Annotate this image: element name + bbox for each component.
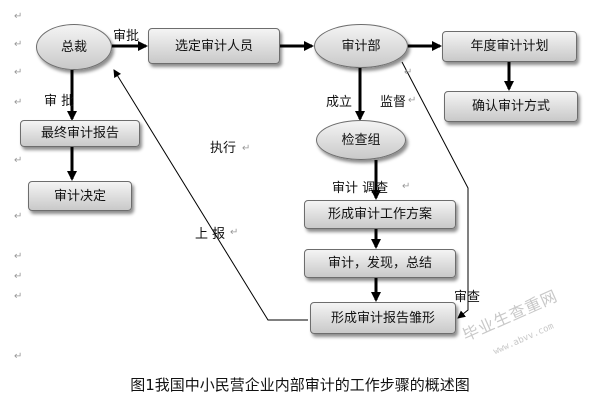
paragraph-mark: ↵ (14, 67, 23, 78)
node-annual-plan: 年度审计计划 (442, 31, 577, 62)
paragraph-mark: ↵ (230, 227, 239, 238)
paragraph-mark: ↵ (14, 155, 23, 166)
label-approve-top: 审批 (113, 29, 140, 44)
node-audit-decision: 审计决定 (28, 181, 132, 211)
paragraph-mark: ↵ (14, 39, 23, 50)
node-confirm-method: 确认审计方式 (444, 91, 578, 122)
paragraph-mark: ↵ (14, 211, 23, 222)
node-president: 总裁 (36, 24, 112, 70)
label-execute: 执行 (210, 141, 237, 156)
label-approve-left: 审 批 (44, 94, 75, 109)
paragraph-mark: ↵ (14, 291, 23, 302)
paragraph-mark: ↵ (14, 11, 23, 22)
paragraph-mark: ↵ (242, 143, 251, 154)
label-audit-investigate: 审计 调查 (332, 181, 389, 196)
paragraph-mark: ↵ (14, 271, 23, 282)
paragraph-mark: ↵ (14, 251, 23, 262)
node-work-plan: 形成审计工作方案 (304, 200, 456, 229)
paragraph-mark: ↵ (402, 181, 411, 192)
label-establish: 成立 (326, 95, 353, 110)
label-review: 审查 (454, 290, 481, 305)
node-inspection-team: 检查组 (316, 120, 406, 160)
arrow-draft-to-president (113, 69, 308, 321)
label-report-up: 上 报 (195, 227, 226, 242)
paragraph-mark: ↵ (404, 67, 413, 78)
paragraph-mark: ↵ (14, 97, 23, 108)
label-supervise: 监督 (380, 95, 407, 110)
arrow-dept-to-draft (401, 61, 469, 319)
node-select-auditors: 选定审计人员 (148, 28, 280, 64)
node-audit-discover: 审计，发现，总结 (304, 249, 456, 278)
node-final-report: 最终审计报告 (20, 120, 140, 147)
node-audit-dept: 审计部 (314, 24, 408, 68)
node-draft-report: 形成审计报告雏形 (310, 302, 456, 334)
figure-caption: 图1我国中小民营企业内部审计的工作步骤的概述图 (130, 376, 470, 394)
paragraph-mark: ↵ (14, 351, 23, 362)
paragraph-mark: ↵ (408, 95, 417, 106)
